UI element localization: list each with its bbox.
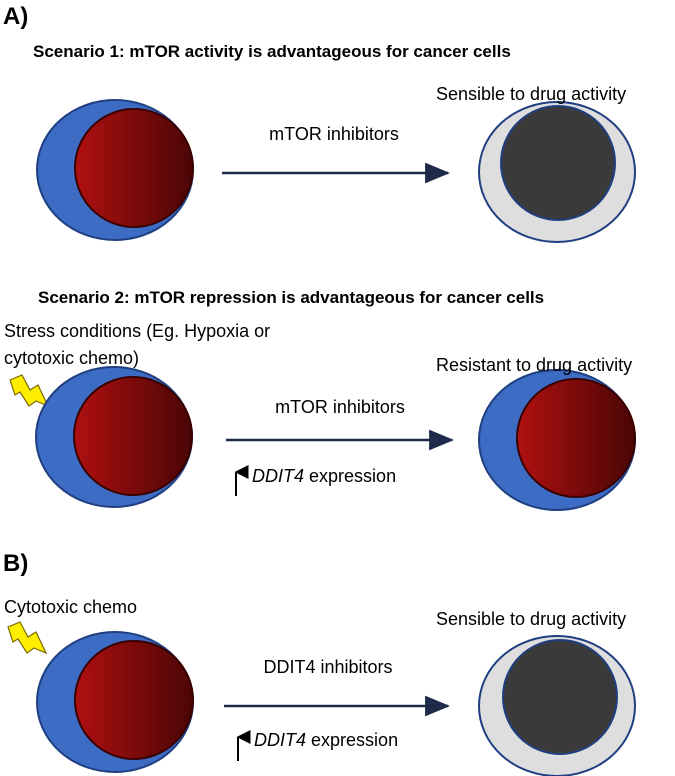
s1-nucleus [74,108,194,228]
s2-resistant-nucleus [516,378,636,498]
scenario1-outcome: Sensible to drug activity [436,84,627,104]
b-dead-cell [478,635,636,776]
scenario2-expression-note: DDIT4 expression [252,466,396,487]
s2-cancer-cell [35,366,193,508]
scenario2-expression-word: expression [309,466,397,486]
panel-b-arrow-label: DDIT4 inhibitors [263,657,393,677]
scenario2-stress-line1: Stress conditions (Eg. Hypoxia or [4,321,271,341]
scenario2-stress-line2: cytotoxic chemo) [4,348,140,368]
panel-b-label: B) [3,550,29,577]
scenario1-heading: Scenario 1: mTOR activity is advantageou… [33,42,511,61]
panel-b-gene: DDIT4 [254,730,307,750]
scenario2-outcome: Resistant to drug activity [436,355,633,375]
s1-dead-cell [478,101,636,243]
b-lightning-bolt-icon [7,621,48,655]
scenario2-gene: DDIT4 [252,466,305,486]
s2-resistant-cell [478,369,636,511]
panel-b-stress: Cytotoxic chemo [4,597,138,617]
scenario2-heading: Scenario 2: mTOR repression is advantage… [38,288,545,307]
s1-dead-nucleus [500,105,616,221]
panel-b-expression-word: expression [311,730,399,750]
s2-nucleus [73,376,193,496]
panel-b-outcome: Sensible to drug activity [436,609,627,629]
scenario2-arrow-label: mTOR inhibitors [275,397,405,417]
b-nucleus [74,640,194,760]
s2-lightning-bolt-icon [9,374,50,408]
scenario1-arrow-label: mTOR inhibitors [269,124,399,144]
b-dead-nucleus [502,639,618,755]
panel-b-expression-note: DDIT4 expression [254,730,398,751]
b-cancer-cell [36,631,194,773]
s1-cancer-cell [36,99,194,241]
panel-a-label: A) [3,3,29,30]
